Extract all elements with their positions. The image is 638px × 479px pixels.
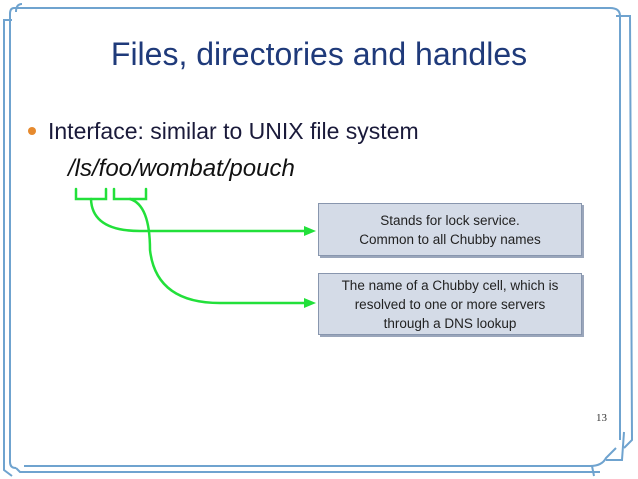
callout-line: through a DNS lookup	[383, 315, 517, 331]
callout-line: Stands for lock service.	[380, 212, 520, 228]
bracket-foo	[112, 187, 148, 201]
callout-line: Common to all Chubby names	[359, 231, 541, 247]
bullet-item: Interface: similar to UNIX file system	[28, 118, 419, 145]
callout-chubby-cell: The name of a Chubby cell, which is reso…	[318, 273, 582, 335]
bullet-text: Interface: similar to UNIX file system	[48, 118, 419, 144]
connector-foo	[128, 197, 310, 305]
path-example: /ls/foo/wombat/pouch	[68, 155, 295, 182]
slide-title: Files, directories and handles	[110, 36, 528, 72]
callout-lock-service: Stands for lock service. Common to all C…	[318, 203, 582, 256]
bracket-ls	[74, 187, 108, 201]
arrowhead-2	[304, 298, 316, 308]
page-number: 13	[596, 412, 607, 424]
callout-line: The name of a Chubby cell, which is	[341, 277, 559, 293]
callout-line: resolved to one or more servers	[354, 296, 546, 312]
arrowhead-1	[304, 226, 316, 236]
connector-ls	[89, 197, 310, 233]
bullet-dot-icon	[28, 126, 36, 135]
